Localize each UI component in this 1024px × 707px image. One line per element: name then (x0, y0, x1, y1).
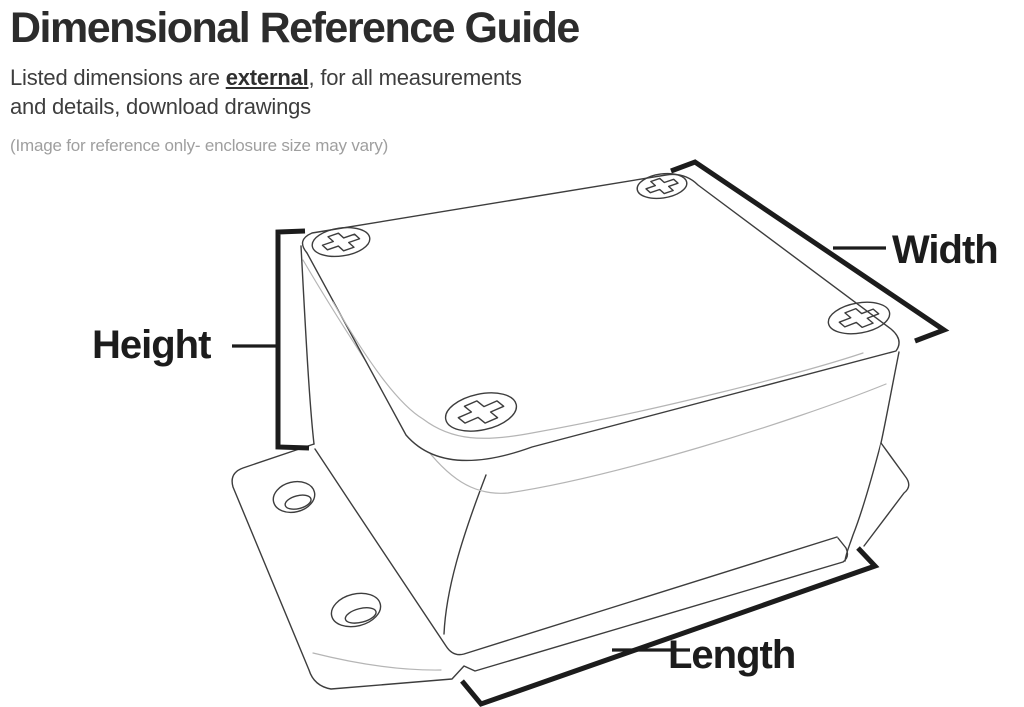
body-left-edge (300, 245, 315, 445)
lid-chamfer-line (332, 301, 864, 439)
width-dimension-line (670, 159, 950, 344)
enclosure-lid-outline (301, 173, 900, 462)
subtitle-emphasis: external (225, 65, 309, 91)
length-label: Length (668, 633, 795, 677)
width-label: Width (892, 228, 998, 272)
height-dimension-line (275, 228, 310, 451)
subtitle-line1-rest: , for all measurements (308, 65, 522, 91)
body-base-junction-line (314, 448, 838, 656)
subtitle-prefix: Listed dimensions are (10, 65, 226, 91)
subtitle-line2: and details, download drawings (10, 94, 311, 120)
body-front-edge (443, 474, 487, 635)
header: Dimensional Reference Guide Listed dimen… (10, 4, 630, 156)
subtitle: Listed dimensions are external, for all … (10, 63, 630, 121)
flange-corner-detail-line (312, 652, 442, 671)
height-label: Height (92, 323, 211, 367)
reference-note: (Image for reference only- enclosure siz… (10, 136, 389, 156)
page-title: Dimensional Reference Guide (10, 4, 580, 52)
body-right-edge (844, 351, 900, 562)
right-mounting-flange (863, 442, 910, 547)
length-dimension-line (460, 546, 880, 707)
base-flange-outline (231, 443, 849, 690)
